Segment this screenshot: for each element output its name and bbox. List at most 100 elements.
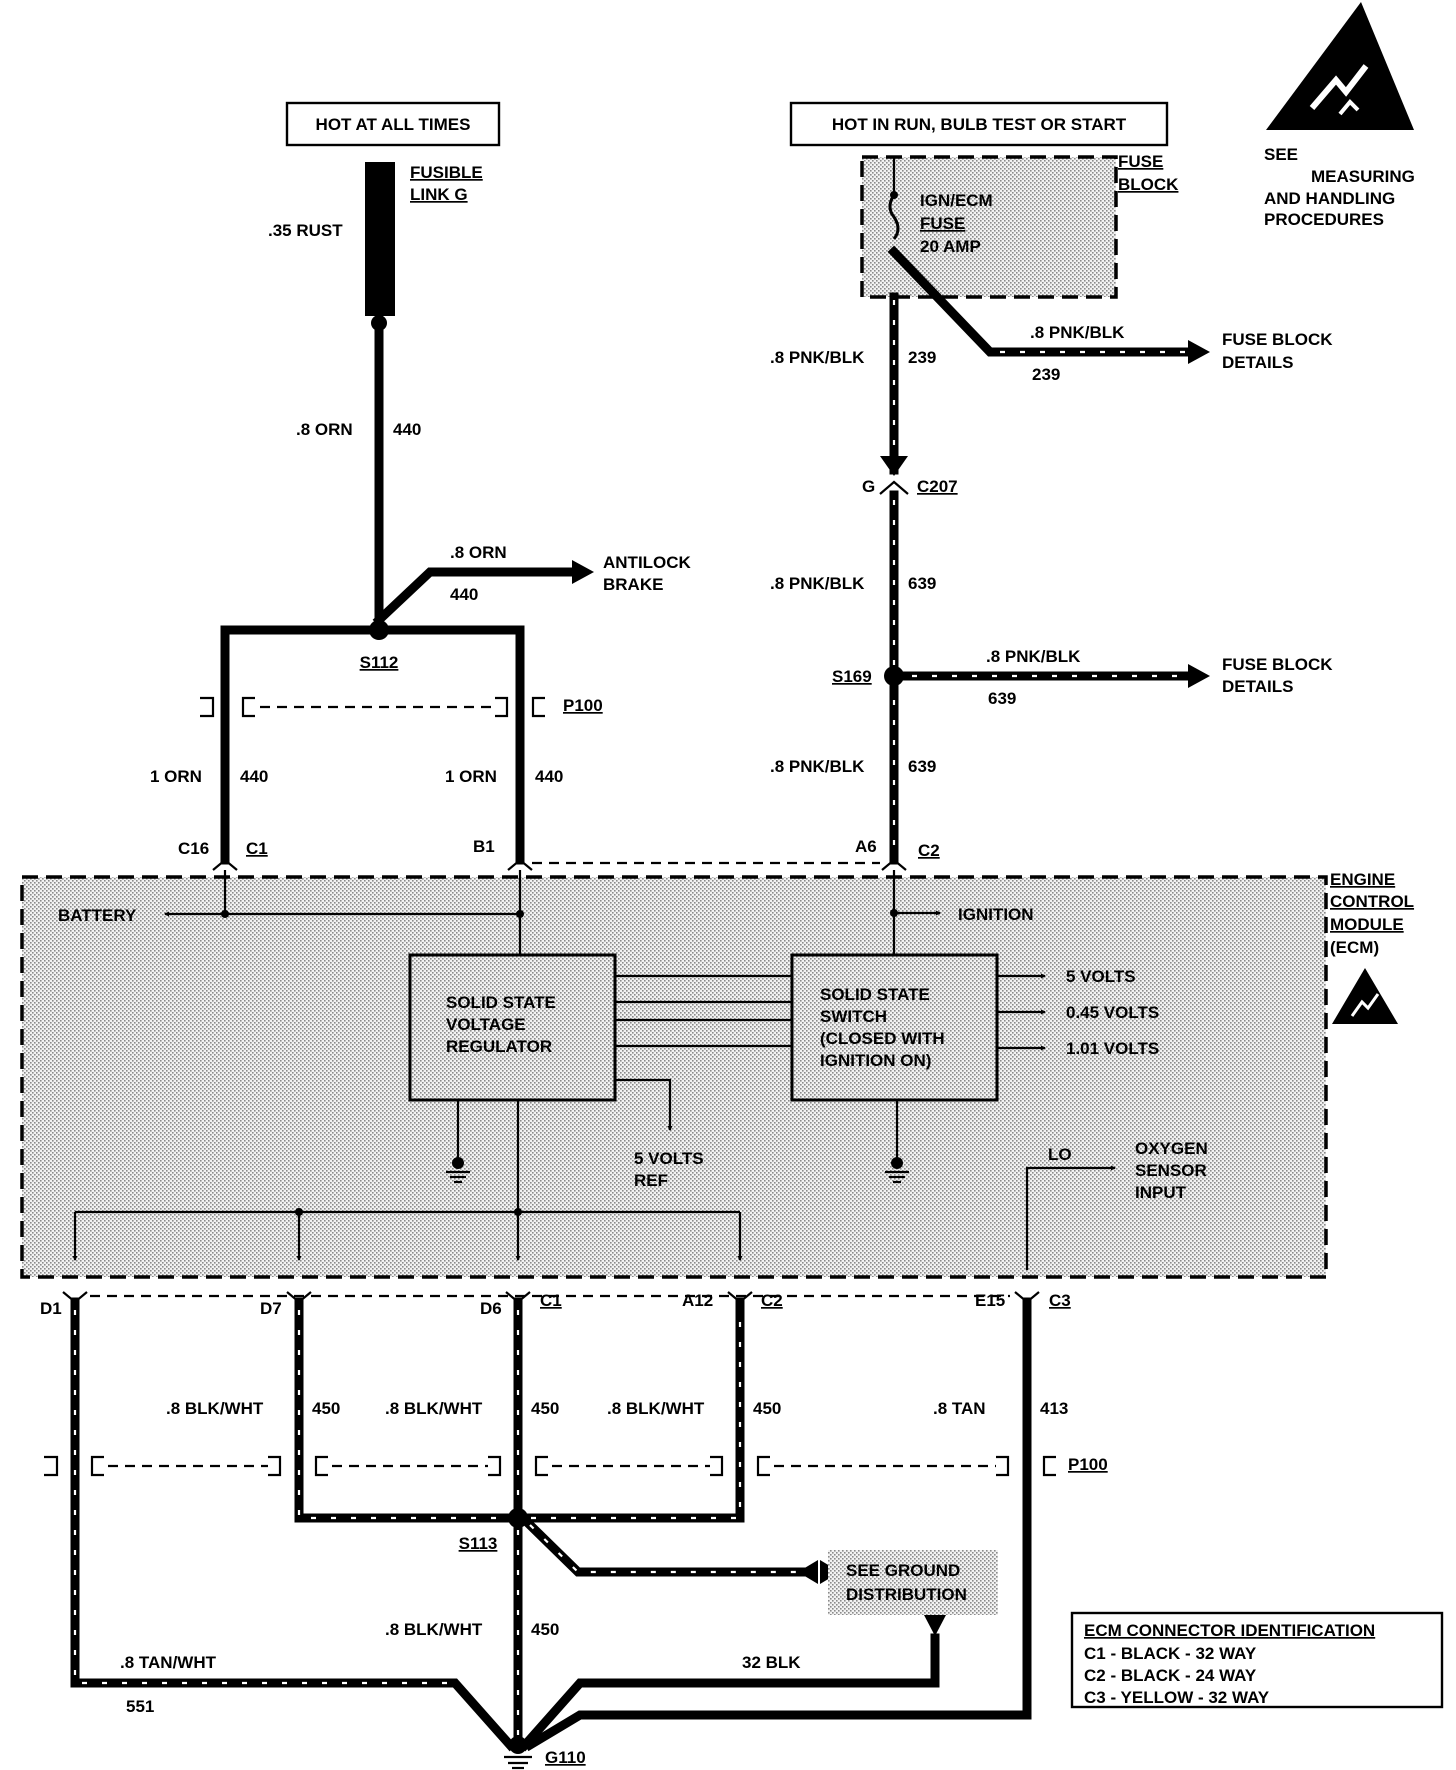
wire-239-label: 239 xyxy=(908,348,936,367)
fusible-link-g-label: LINK G xyxy=(410,185,468,204)
svg-text:DISTRIBUTION: DISTRIBUTION xyxy=(846,1585,967,1604)
ground-icon xyxy=(446,1157,470,1184)
orn-1-right-label: 1 ORN xyxy=(445,767,497,786)
c207-label: C207 xyxy=(917,477,958,496)
ground-icon xyxy=(504,1736,532,1770)
5-volts-ref-label: 5 VOLTS xyxy=(634,1149,704,1168)
d6-lower-wire-label: .8 BLK/WHT xyxy=(385,1620,483,1639)
connector-c1-row: C1 - BLACK - 32 WAY xyxy=(1084,1644,1257,1663)
hot-in-run-box: HOT IN RUN, BULB TEST OR START xyxy=(789,101,1169,147)
splice-s113 xyxy=(508,1508,528,1528)
fuse-block-details-bottom-label: FUSE BLOCK xyxy=(1222,655,1333,674)
antilock-circuit-label: 440 xyxy=(450,585,478,604)
and-handling-label: AND HANDLING xyxy=(1264,189,1395,208)
wire-s113-ground-dist xyxy=(523,1518,810,1577)
esd-warning-icon xyxy=(1266,2,1414,130)
ecm-title-4: (ECM) xyxy=(1330,938,1379,957)
connector-p100-top xyxy=(200,696,545,718)
c3-bottom-label: C3 xyxy=(1049,1291,1071,1310)
svg-text:SOLID STATE: SOLID STATE xyxy=(446,993,556,1012)
wire-440-label: 440 xyxy=(393,420,421,439)
fuse-details-bottom-wire-label: .8 PNK/BLK xyxy=(986,647,1081,666)
svg-text:SWITCH: SWITCH xyxy=(820,1007,887,1026)
orn-1-left-label: 1 ORN xyxy=(150,767,202,786)
svg-text:HOT IN RUN, BULB TEST OR START: HOT IN RUN, BULB TEST OR START xyxy=(832,115,1127,134)
101-volts-output-label: 1.01 VOLTS xyxy=(1066,1039,1159,1058)
fuse-rating-label: 20 AMP xyxy=(920,237,981,256)
fuse-details-top-circuit-label: 239 xyxy=(1032,365,1060,384)
fuse-block-region xyxy=(860,155,1118,299)
antilock-wire-label: .8 ORN xyxy=(450,543,507,562)
connector-c3-row: C3 - YELLOW - 32 WAY xyxy=(1084,1688,1270,1707)
fuse-block-details-top-label: FUSE BLOCK xyxy=(1222,330,1333,349)
fuse-block-title-2: BLOCK xyxy=(1118,175,1179,194)
ecm-title: ENGINE xyxy=(1330,870,1395,889)
c16-pin-label: C16 xyxy=(178,839,209,858)
fuse-details-top-wire-label: .8 PNK/BLK xyxy=(1030,323,1125,342)
connector-p100-bottom xyxy=(44,1455,1056,1477)
a6-pin-label: A6 xyxy=(855,837,877,856)
d1-pin-label: D1 xyxy=(40,1299,62,1318)
svg-text:(CLOSED WITH: (CLOSED WITH xyxy=(820,1029,945,1048)
a12-pin-label: A12 xyxy=(682,1291,713,1310)
c551-label: 551 xyxy=(126,1697,154,1716)
p100-bottom-label: P100 xyxy=(1068,1455,1108,1474)
measuring-label: MEASURING xyxy=(1311,167,1415,186)
connector-table-title: ECM CONNECTOR IDENTIFICATION xyxy=(1084,1621,1375,1640)
tan-wire-label: .8 TAN xyxy=(933,1399,986,1418)
oxygen-sensor-label-3: INPUT xyxy=(1135,1183,1187,1202)
s113-label: S113 xyxy=(459,1534,498,1553)
s112-label: S112 xyxy=(360,653,399,672)
brake-label: BRAKE xyxy=(603,575,663,594)
c1-top-label: C1 xyxy=(246,839,268,858)
fusible-link-label: FUSIBLE xyxy=(410,163,483,182)
splice-s112 xyxy=(369,620,389,640)
c450-label-1: 450 xyxy=(312,1399,340,1418)
d6-wire-label: .8 BLK/WHT xyxy=(385,1399,483,1418)
see-ground-distribution-box: SEE GROUND DISTRIBUTION xyxy=(828,1550,998,1615)
fuse-block-title: FUSE xyxy=(1118,152,1163,171)
ecm-title-3: MODULE xyxy=(1330,915,1404,934)
c440-left-label: 440 xyxy=(240,767,268,786)
c450-lower-label: 450 xyxy=(531,1620,559,1639)
fuse-block-details-top-label-2: DETAILS xyxy=(1222,353,1293,372)
esd-warning-icon xyxy=(1332,968,1398,1024)
c1-bottom-label: C1 xyxy=(540,1291,562,1310)
fusible-link-g xyxy=(365,162,395,316)
c207-pin-label: G xyxy=(862,477,875,496)
s169-label: S169 xyxy=(832,667,872,686)
svg-text:IGNITION ON): IGNITION ON) xyxy=(820,1051,931,1070)
ecm-connector-identification-table: ECM CONNECTOR IDENTIFICATION C1 - BLACK … xyxy=(1070,1611,1444,1709)
solid-state-switch: SOLID STATE SWITCH (CLOSED WITH IGNITION… xyxy=(790,953,999,1102)
d1-wire-label: .8 BLK/WHT xyxy=(166,1399,264,1418)
svg-text:VOLTAGE: VOLTAGE xyxy=(446,1015,526,1034)
p100-top-label: P100 xyxy=(563,696,603,715)
ref-label: REF xyxy=(634,1171,668,1190)
wire-413 xyxy=(523,1297,1032,1752)
a12-wire-label: .8 BLK/WHT xyxy=(607,1399,705,1418)
b1-pin-label: B1 xyxy=(473,837,495,856)
svg-text:SOLID STATE: SOLID STATE xyxy=(820,985,930,1004)
ignition-output-label: IGNITION xyxy=(958,905,1034,924)
ground-icon xyxy=(885,1157,909,1184)
wire-32-blk xyxy=(518,1633,940,1752)
ecm-title-2: CONTROL xyxy=(1330,892,1414,911)
fuse-details-bottom-circuit-label: 639 xyxy=(988,689,1016,708)
5-volts-output-label: 5 VOLTS xyxy=(1066,967,1136,986)
wire-639-lower-color-label: .8 PNK/BLK xyxy=(770,757,865,776)
wire-639-lower-label: 639 xyxy=(908,757,936,776)
fuse-block-details-bottom-label-2: DETAILS xyxy=(1222,677,1293,696)
connector-c2-row: C2 - BLACK - 24 WAY xyxy=(1084,1666,1257,1685)
oxygen-sensor-label-2: SENSOR xyxy=(1135,1161,1207,1180)
d7-pin-label: D7 xyxy=(260,1299,282,1318)
lo-label: LO xyxy=(1048,1145,1072,1164)
ecm-module-region xyxy=(20,875,1328,1279)
g110-label: G110 xyxy=(545,1748,586,1767)
c450-label-2: 450 xyxy=(531,1399,559,1418)
svg-text:REGULATOR: REGULATOR xyxy=(446,1037,552,1056)
32-blk-wire-label: 32 BLK xyxy=(742,1653,801,1672)
c413-label: 413 xyxy=(1040,1399,1068,1418)
antilock-label: ANTILOCK xyxy=(603,553,692,572)
e15-pin-label: E15 xyxy=(975,1291,1005,1310)
d6-pin-label: D6 xyxy=(480,1299,502,1318)
